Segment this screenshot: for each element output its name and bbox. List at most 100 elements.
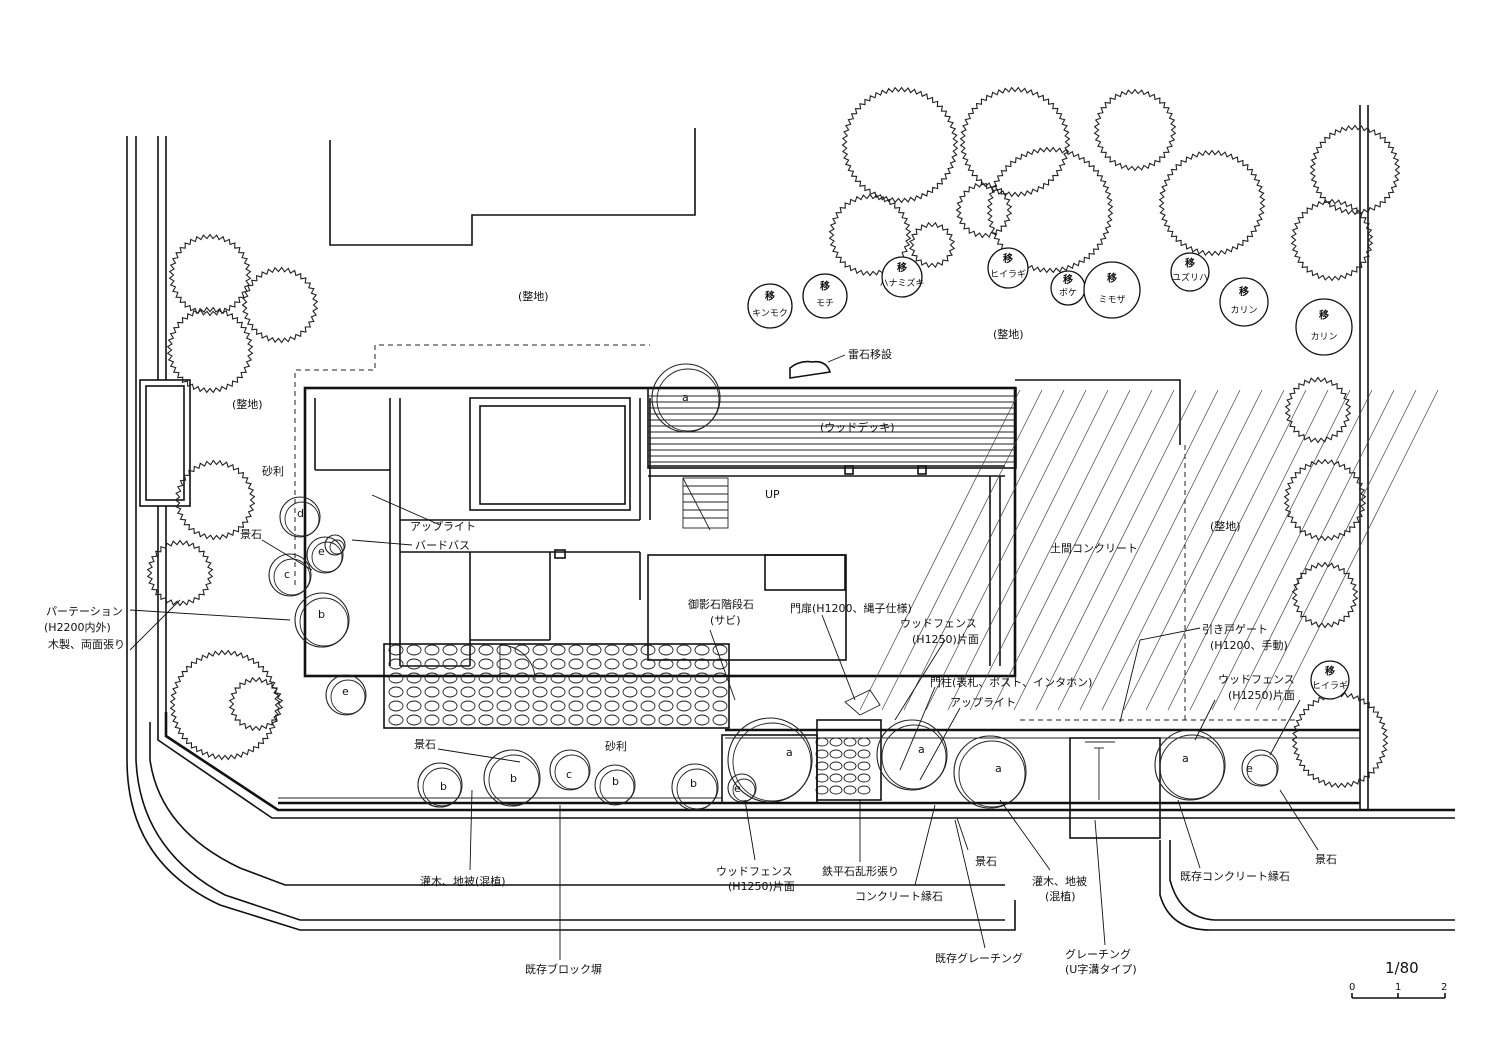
planting-circle-1 xyxy=(279,496,321,538)
existing-tree-1 xyxy=(241,266,319,344)
existing-tree-4 xyxy=(146,539,214,607)
area-label-seichi: (整地) xyxy=(993,327,1024,341)
wood-fence-label: ウッドフェンス xyxy=(716,865,793,878)
existing-tree-14 xyxy=(955,181,1013,239)
transplant-trees: 移キンモク移モチ移ハナミズキ移ヒイラギ移ボケ移ミモザ移ユズリハ移カリン移カリン移… xyxy=(747,247,1353,700)
planting-circle-8 xyxy=(549,749,591,791)
existing-tree-2 xyxy=(166,306,254,394)
scale-ratio: 1/80 xyxy=(1385,959,1419,977)
planting-circle-17 xyxy=(324,534,346,556)
existing-tree-18 xyxy=(1283,458,1367,542)
grating-type-label: (U字溝タイプ) xyxy=(1065,962,1137,976)
tree-code-a: a xyxy=(786,746,793,759)
granite-step-sub-label: (サビ) xyxy=(710,614,741,627)
stair-up-label: UP xyxy=(765,488,780,501)
planting-circle-4 xyxy=(294,592,350,648)
existing-tree-6 xyxy=(228,676,284,732)
area-label-doma-concrete: 土間コンクリート xyxy=(1050,542,1138,555)
wood-fence-label: ウッドフェンス xyxy=(1218,673,1295,686)
relocated-stone-label: 雷石移設 xyxy=(848,347,892,361)
gate-door-label: 門扉(H1200、縄子仕様) xyxy=(790,601,912,615)
tree-code-b: b xyxy=(612,775,619,788)
existing-tree-7 xyxy=(841,86,959,204)
transplant-mark: 移 xyxy=(1003,252,1013,265)
wood-fence-label: ウッドフェンス xyxy=(900,617,977,630)
planting-circle-0 xyxy=(651,363,721,433)
existing-tree-5 xyxy=(169,649,281,761)
area-label-gravel: 砂利 xyxy=(262,465,284,478)
transplant-mark: 移 xyxy=(1239,285,1249,298)
landscape-stone-label: 景石 xyxy=(1315,853,1337,866)
tree-code-a: a xyxy=(1182,752,1189,765)
scale-tick-1: 1 xyxy=(1395,982,1401,993)
shrub-groundcover-sub-label: (混植) xyxy=(1045,889,1076,903)
transplant-name: キンモク xyxy=(752,308,788,319)
area-label-seichi: (整地) xyxy=(1210,519,1241,533)
tree-code-c: c xyxy=(566,768,572,781)
transplant-name: カリン xyxy=(1310,332,1337,343)
shrub-groundcover-label: 灌木、地被 xyxy=(1032,875,1087,888)
landscape-stone-label: 景石 xyxy=(975,855,997,868)
tree-code-b: b xyxy=(690,777,697,790)
tree-code-c: c xyxy=(284,568,290,581)
existing-block-wall-label: 既存ブロック塀 xyxy=(525,962,602,976)
existing-tree-10 xyxy=(986,146,1114,274)
transplant-mark: 移 xyxy=(897,261,907,274)
uplight-label: アップライト xyxy=(410,520,476,533)
street-curb xyxy=(126,712,1455,931)
boundary-left xyxy=(126,136,191,712)
planting-circle-5 xyxy=(325,674,367,716)
tree-code-e: e xyxy=(734,782,741,795)
planting-circle-9 xyxy=(594,764,636,806)
transplant-name: ヒイラギ xyxy=(1312,681,1348,692)
landscape-stone-label: 景石 xyxy=(240,528,262,541)
existing-tree-0 xyxy=(168,233,252,317)
existing-tree-19 xyxy=(1291,561,1359,629)
scale-tick-2: 2 xyxy=(1441,982,1447,993)
existing-tree-17 xyxy=(1284,376,1352,444)
scale-tick-0: 0 xyxy=(1349,982,1355,993)
transplant-name: ハナミズキ xyxy=(879,277,924,289)
planting-circle-2 xyxy=(306,536,344,574)
tree-code-d: d xyxy=(297,507,304,520)
transplant-name: ヒイラギ xyxy=(990,269,1026,280)
planting-circle-12 xyxy=(727,773,757,803)
wood-fence-height-label: (H1250)片面 xyxy=(1228,689,1295,702)
planting-circle-3 xyxy=(268,553,312,597)
tree-code-a: a xyxy=(995,762,1002,775)
existing-tree-16 xyxy=(1290,198,1374,282)
planting-circle-14 xyxy=(953,735,1027,809)
existing-tree-13 xyxy=(908,221,956,269)
teppei-stone-label: 鉄平石乱形張り xyxy=(822,864,899,878)
front-gate-area xyxy=(721,719,1360,839)
area-label-seichi: (整地) xyxy=(232,397,263,411)
transplant-mark: 移 xyxy=(1107,272,1117,285)
tree-code-e: e xyxy=(342,685,349,698)
new-planting xyxy=(268,363,1279,811)
earth-concrete-area xyxy=(859,379,1439,720)
birdbath-label: バードバス xyxy=(415,539,470,552)
shrub-groundcover-label: 灌木、地被(混植) xyxy=(420,874,506,888)
existing-tree-9 xyxy=(1093,88,1177,172)
annotations: 雷石移設 アップライト バードバス 景石 パーテーション (H2200内外) 木… xyxy=(44,347,1337,976)
partition-material-label: 木製、両面張り xyxy=(48,637,125,651)
tree-code-b: b xyxy=(440,780,447,793)
transplant-mark: 移 xyxy=(1185,256,1195,269)
planting-circle-15 xyxy=(1154,729,1226,801)
planting-circle-13 xyxy=(876,719,948,791)
sliding-gate-spec-label: (H1200、手動) xyxy=(1210,638,1288,652)
planting-circle-7 xyxy=(483,749,541,807)
transplant-name: ユズリハ xyxy=(1172,272,1208,284)
gate-post-label: 門柱(表札、ポスト、インタホン) xyxy=(930,675,1092,689)
tree-code-e: e xyxy=(1246,762,1253,775)
existing-tree-3 xyxy=(174,459,256,541)
existing-tree-20 xyxy=(1291,691,1389,789)
transplant-name: モチ xyxy=(816,298,834,309)
planting-circle-16 xyxy=(1241,749,1279,787)
wood-deck xyxy=(647,387,1017,469)
